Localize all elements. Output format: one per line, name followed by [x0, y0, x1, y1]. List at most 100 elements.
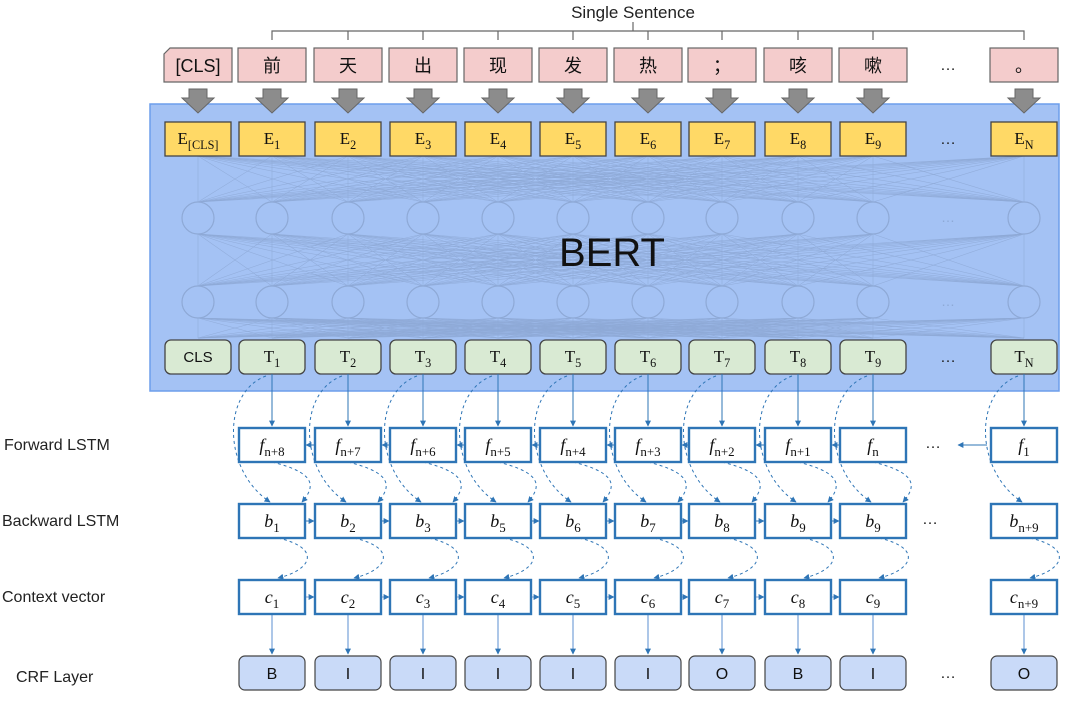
token-box: 天 — [313, 47, 383, 83]
hidden-ellipsis: … — [941, 209, 955, 225]
output-shape — [164, 339, 232, 375]
token-text: ； — [713, 56, 731, 76]
context-cell-text: c4 — [491, 587, 506, 611]
crf-text: O — [1018, 666, 1030, 683]
bert-edge — [197, 317, 874, 339]
forward-cell-text: fn+6 — [410, 435, 436, 459]
context-cell-box: c8 — [763, 578, 833, 616]
embedding-shape — [764, 121, 832, 157]
backward-cell-text: b8 — [714, 511, 729, 535]
forward-cell-text: fn+7 — [335, 435, 361, 459]
token-shape — [613, 47, 683, 83]
input-arrow — [704, 88, 740, 114]
token-shape — [237, 47, 307, 83]
bert-edge — [271, 155, 1025, 203]
token-ellipsis: … — [940, 57, 956, 74]
forward-to-backward — [271, 461, 311, 503]
backward-cell-shape — [313, 502, 383, 540]
hidden-unit — [181, 285, 215, 319]
crf-shape — [614, 655, 682, 691]
token-shape — [313, 47, 383, 83]
embedding-text: E9 — [865, 129, 882, 152]
crf-box: B — [764, 655, 832, 691]
context-cell-shape — [687, 578, 757, 616]
context-cell-text: c5 — [566, 587, 580, 611]
bert-edge — [197, 155, 874, 203]
hidden-unit — [705, 285, 739, 319]
backward-cell-shape — [687, 502, 757, 540]
bert-hidden-units: …… — [181, 201, 1041, 319]
forward-to-backward — [647, 461, 687, 503]
embedding-shape — [164, 121, 232, 157]
forward-cell-box: fn+6 — [388, 426, 458, 464]
crf-text: I — [646, 666, 650, 683]
embedding-text: EN — [1014, 129, 1033, 152]
output-text: T1 — [264, 347, 281, 370]
backward-cell-shape — [463, 502, 533, 540]
embedding-text: E7 — [714, 129, 731, 152]
forward-cell-shape — [313, 426, 383, 464]
context-cell-box: c3 — [388, 578, 458, 616]
output-text: TN — [1014, 347, 1033, 370]
crf-box: O — [688, 655, 756, 691]
backward-to-context — [578, 537, 609, 580]
backward-cell-box: b9 — [838, 502, 908, 540]
bert-edge — [497, 233, 1025, 287]
bert-edge — [797, 317, 1025, 339]
backward-cell-box: b1 — [237, 502, 307, 540]
backward-to-context — [277, 537, 308, 580]
token-row: [CLS]前天出现发热；咳嗽。 — [163, 47, 1059, 83]
hidden-unit — [705, 201, 739, 235]
token-text: 热 — [639, 56, 657, 76]
token-text: 前 — [263, 56, 281, 76]
bert-edge — [197, 155, 1025, 203]
output-text: CLS — [183, 349, 212, 366]
input-arrow — [180, 88, 216, 114]
crf-text: I — [571, 666, 575, 683]
input-arrow — [630, 88, 666, 114]
output-text: T8 — [790, 347, 807, 370]
embedding-box: E7 — [688, 121, 756, 157]
bert-edge — [271, 317, 1025, 339]
backward-cell-box: b7 — [613, 502, 683, 540]
crf-box: I — [614, 655, 682, 691]
lstm-connections — [233, 374, 1060, 655]
token-box: 出 — [388, 47, 458, 83]
hidden-unit — [255, 201, 289, 235]
forward-cell-box: fn+4 — [538, 426, 608, 464]
forward-cell-text: fn+3 — [635, 435, 660, 459]
bert-edge — [197, 317, 574, 339]
forward-cell-shape — [463, 426, 533, 464]
crf-box: O — [990, 655, 1058, 691]
label-context-vector: Context vector — [2, 589, 106, 606]
forward-cell-text: fn+2 — [709, 435, 734, 459]
token-box: 现 — [463, 47, 533, 83]
forward-to-backward — [872, 461, 912, 503]
hidden-unit — [331, 201, 365, 235]
backward-to-context — [1029, 537, 1060, 580]
context-cell-text: c8 — [791, 587, 805, 611]
backward-cell-box: b8 — [687, 502, 757, 540]
input-arrow — [555, 88, 591, 114]
embedding-box: E8 — [764, 121, 832, 157]
context-cell-shape — [763, 578, 833, 616]
output-text: T7 — [714, 347, 731, 370]
crf-shape — [839, 655, 907, 691]
crf-text: I — [871, 666, 875, 683]
context-cell-text: c6 — [641, 587, 656, 611]
backward-cell-text: b5 — [490, 511, 505, 535]
backward-cell-text: b9 — [865, 511, 880, 535]
context-cell-box: c1 — [237, 578, 307, 616]
bert-edge — [197, 155, 723, 203]
output-box: T7 — [688, 339, 756, 375]
forward-cell-shape — [763, 426, 833, 464]
bert-edge — [347, 317, 1025, 339]
token-shape — [163, 47, 233, 83]
label-crf-layer: CRF Layer — [16, 669, 94, 686]
embedding-text: E8 — [790, 129, 807, 152]
bert-edge — [797, 233, 1025, 287]
backward-cell-text: b7 — [640, 511, 656, 535]
embedding-box: EN — [990, 121, 1058, 157]
bert-edge — [347, 233, 1025, 287]
